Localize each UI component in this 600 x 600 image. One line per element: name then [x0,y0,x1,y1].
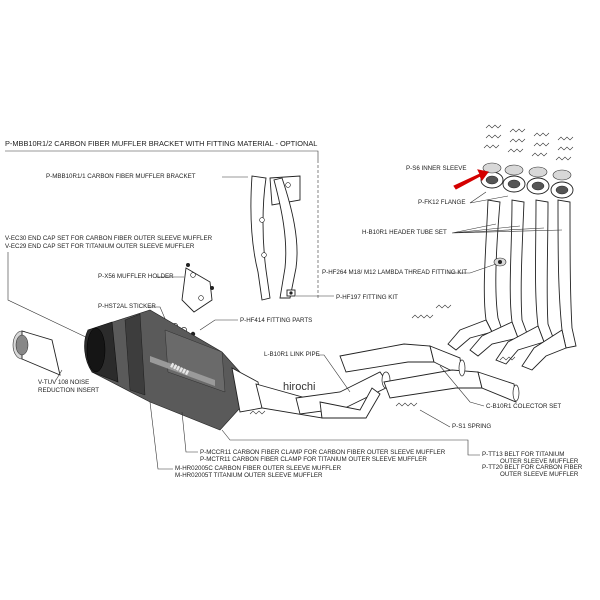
leader-muffler [149,401,173,470]
diagram-title: P-MBB10R1/2 CARBON FIBER MUFFLER BRACKET… [5,139,317,148]
label-fitting-kit: P-HF197 FITTING KIT [336,294,398,301]
label-muffler-carbon: M-HR02005C CARBON FIBER OUTER SLEEVE MUF… [175,465,342,472]
carbon-bracket [250,175,301,301]
leader-header [451,223,563,234]
label-flange: P-FK12 FLANGE [418,199,465,206]
label-belt-titanium-2: OUTER SLEEVE MUFFLER [500,458,579,465]
watermark: hirochi [283,381,315,393]
label-clamp-titanium: P-MCTR11 CARBON FIBER CLAMP FOR TITANIUM… [200,456,427,463]
label-fitting-parts: P-HF414 FITTING PARTS [240,317,312,324]
header-tube-set [447,199,577,371]
label-noise-insert-1: V-TUV 108 NOISE [38,379,89,386]
leader-spring [419,409,451,428]
muffler-holder [181,263,214,313]
collector-set [339,343,520,403]
header-springs [483,124,574,161]
label-carbon-muffler-bracket: P-MBB10R1/1 CARBON FIBER MUFFLER BRACKET [46,173,196,180]
leader-clamp [181,411,198,453]
label-lambda-fitting-kit: P-HF264 M18/ M12 LAMBDA THREAD FITTING K… [322,269,467,276]
lambda-fitting-boss [493,257,507,267]
label-end-cap-titanium: V-EC29 END CAP SET FOR TITANIUM OUTER SL… [5,243,195,250]
label-belt-carbon-1: P-TT20 BELT FOR CARBON FIBER [482,464,583,471]
label-sticker: P-HST2AL STICKER [98,303,156,310]
flanges [480,171,574,199]
leader-lambda [448,263,497,274]
leader-end-cap [7,252,93,341]
inner-sleeves [482,162,572,181]
label-noise-insert-2: REDUCTION INSERT [38,387,99,394]
leader-flange [469,191,509,204]
label-inner-sleeve: P-S6 INNER SLEEVE [406,165,467,172]
leader-noise-insert [55,369,63,381]
label-muffler-titanium: M-HR02005T TITANIUM OUTER SLEEVE MUFFLER [175,472,323,479]
link-pipe [295,371,391,419]
label-header-tube-set: H-B10R1 HEADER TUBE SET [362,229,447,236]
noise-reduction-insert [12,330,61,376]
label-collector-set: C-B10R1 COLECTOR SET [486,403,561,410]
label-end-cap-carbon: V-EC30 END CAP SET FOR CARBON FIBER OUTE… [5,235,213,242]
joint-springs [249,304,516,415]
label-belt-carbon-2: OUTER SLEEVE MUFFLER [500,471,579,478]
leader-link-pipe [318,354,351,393]
leader-collector [439,365,485,407]
label-muffler-holder: P-X56 MUFFLER HOLDER [98,273,174,280]
fitting-kit-part [286,289,296,297]
label-link-pipe: L-B10R1 LINK PIPE [264,351,320,358]
label-spring: P-S1 SPRING [452,423,491,430]
label-belt-titanium-1: P-TT13 BELT FOR TITANIUM [482,451,564,458]
leader-fitting-parts [199,319,238,331]
leader-belt [221,429,480,456]
title-leader-line [5,150,319,160]
inner-sleeve-highlight-arrow [453,169,489,190]
label-clamp-carbon: P-MCCR11 CARBON FIBER CLAMP FOR CARBON F… [200,449,446,456]
